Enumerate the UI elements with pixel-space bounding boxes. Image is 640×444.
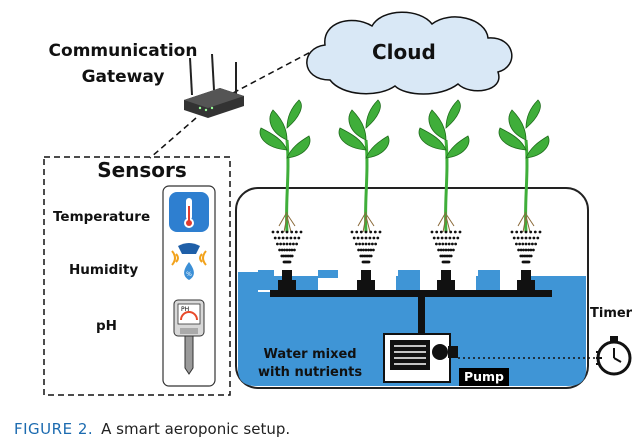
thermometer-icon [169,192,209,232]
sensors-title: Sensors [97,158,187,182]
water-label-line1: Water mixed [263,347,357,362]
svg-text:%: % [186,271,192,278]
humidity-icon: % [171,243,207,280]
gateway-cloud-link [232,45,323,94]
plant-1 [259,99,311,264]
plant-4 [498,99,550,264]
timer-label: Timer [590,306,633,321]
cloud-label: Cloud [372,40,436,64]
caption-text: A smart aeroponic setup. [101,420,291,438]
cloud-icon [306,11,513,95]
water-label: Water mixed with nutrients [258,346,362,382]
gateway-sensors-link [149,117,197,159]
pipe-system [270,270,552,340]
figure-caption: FIGURE 2. A smart aeroponic setup. [14,420,290,438]
plant-3 [418,99,470,264]
sensors-panel [43,156,231,396]
ph-meter-reading: PH [181,306,190,313]
pump-label: Pump [459,368,509,386]
ph-meter-icon [173,299,205,375]
router-icon [184,53,244,118]
figure-number: FIGURE 2. [14,420,94,438]
water-label-line2: with nutrients [258,365,363,380]
humidity-label: Humidity [69,262,139,278]
gateway-label-line1: Communication [48,41,198,61]
gateway-label-line2: Gateway [81,67,165,87]
temperature-label: Temperature [53,209,151,225]
ph-label: pH [96,318,117,334]
stopwatch-icon [596,336,632,376]
plant-2 [338,99,390,264]
pump-icon [383,333,458,383]
gateway-label: Communication Gateway [18,38,228,90]
